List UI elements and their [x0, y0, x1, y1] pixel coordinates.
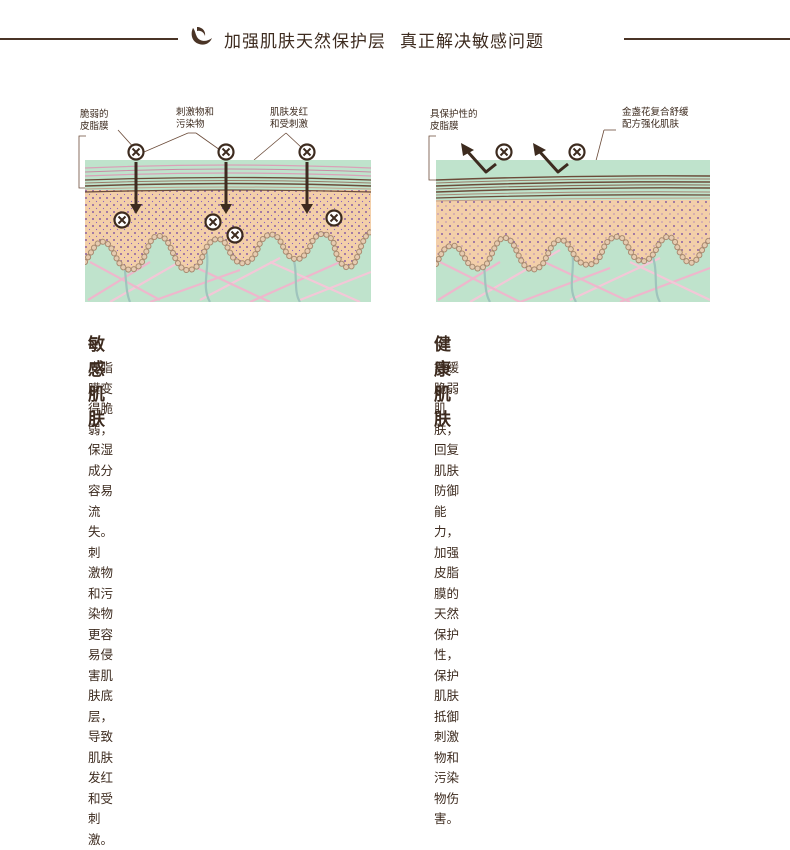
description-line: 肌肤发红和受刺激。	[88, 748, 113, 850]
description-line: 皮脂膜的天然保护性，保护肌肤抵御刺激	[434, 563, 459, 748]
irritant-x-icon	[497, 145, 512, 160]
sensitive-skin-description: 皮脂膜变得脆弱，保湿成分容易流失。刺 激物和污染物更容易侵害肌肤底层，导致 肌肤…	[88, 358, 113, 850]
leader-line	[429, 136, 436, 180]
description-line: 物和污染物伤害。	[434, 748, 459, 830]
description-line: 皮脂膜变得脆弱，保湿成分容易流失。刺	[88, 358, 113, 563]
healthy-skin-description: 舒缓脆弱肌肤，回复肌肤防御能力，加强 皮脂膜的天然保护性，保护肌肤抵御刺激 物和…	[434, 358, 459, 830]
healthy-skin-diagram	[0, 0, 790, 320]
description-line: 激物和污染物更容易侵害肌肤底层，导致	[88, 563, 113, 748]
description-line: 舒缓脆弱肌肤，回复肌肤防御能力，加强	[434, 358, 459, 563]
irritant-x-icon	[570, 145, 585, 160]
